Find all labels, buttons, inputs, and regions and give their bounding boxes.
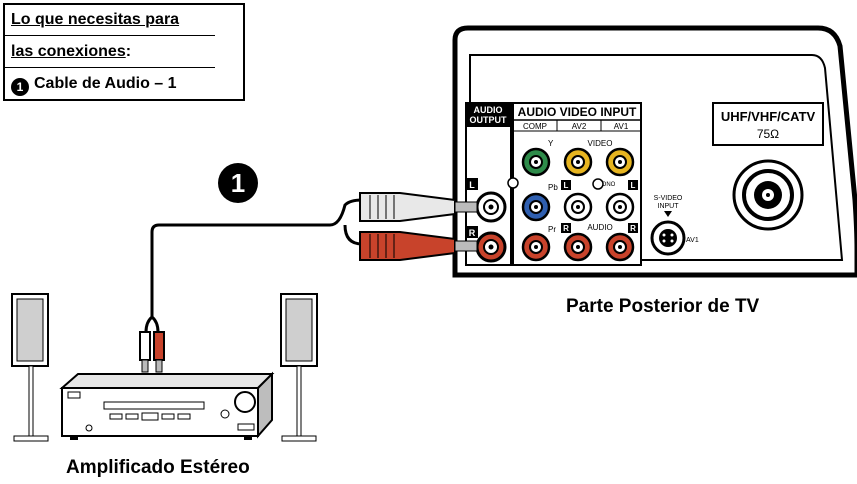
s-video-input: S-VIDEO INPUT AV1 [650, 195, 699, 256]
svg-text:L: L [631, 181, 636, 190]
svg-text:AUDIO: AUDIO [587, 223, 612, 232]
antenna-input-panel: UHF/VHF/CATV 75Ω [712, 102, 824, 231]
right-speaker [280, 293, 318, 442]
svg-text:Pb: Pb [548, 183, 558, 192]
svg-text:R: R [630, 224, 636, 233]
tv-back-caption: Parte Posterior de TV [566, 296, 760, 317]
audio-output-label-2: OUTPUT [470, 115, 508, 125]
jack-av1-audio-r [605, 232, 635, 262]
svg-text:COMP: COMP [523, 122, 547, 131]
divider [5, 67, 215, 68]
number-bullet: 1 [11, 78, 29, 96]
svg-text:R: R [563, 224, 569, 233]
audio-output-label-1: AUDIO [474, 105, 503, 115]
svg-text:AV2: AV2 [572, 122, 587, 131]
ohm-label: 75Ω [757, 127, 779, 141]
stereo-amplifier [59, 371, 275, 440]
svg-text:AV1: AV1 [614, 122, 629, 131]
jack-pb-blue [521, 192, 551, 222]
jack-av2-audio-l [563, 192, 593, 222]
svg-text:L: L [564, 181, 569, 190]
svg-text:Y: Y [548, 139, 554, 148]
callout-number-1: 1 [218, 163, 258, 203]
jack-pr-red [521, 232, 551, 262]
svg-text:VIDEO: VIDEO [588, 139, 613, 148]
jack-av2-video [563, 147, 593, 177]
svg-text:INPUT: INPUT [658, 203, 680, 210]
amplifier-caption: Amplificado Estéreo [66, 457, 250, 478]
uhf-label: UHF/VHF/CATV [721, 109, 816, 124]
jack-y-green [521, 147, 551, 177]
divider [5, 35, 215, 36]
jack-av1-audio-l [605, 192, 635, 222]
audio-cable [139, 192, 478, 373]
jack-av1-video [605, 147, 635, 177]
requirements-line-2: las conexiones: [11, 43, 132, 60]
svg-text:AV1: AV1 [686, 237, 699, 244]
svg-text:S-VIDEO: S-VIDEO [654, 195, 683, 202]
svg-text:R: R [469, 228, 476, 238]
svg-text:MONO: MONO [597, 182, 616, 188]
svg-text:L: L [469, 180, 475, 190]
left-speaker [11, 293, 49, 442]
av-input-panel: AUDIO VIDEO INPUT COMP AV2 AV1 VIDEO Y P… [507, 102, 642, 266]
jack-av2-audio-r [563, 232, 593, 262]
requirements-line-1: Lo que necesitas para [11, 11, 180, 28]
av-input-title: AUDIO VIDEO INPUT [518, 105, 637, 119]
audio-output-panel: AUDIO OUTPUT L R [465, 102, 512, 266]
svg-text:Pr: Pr [548, 225, 556, 234]
